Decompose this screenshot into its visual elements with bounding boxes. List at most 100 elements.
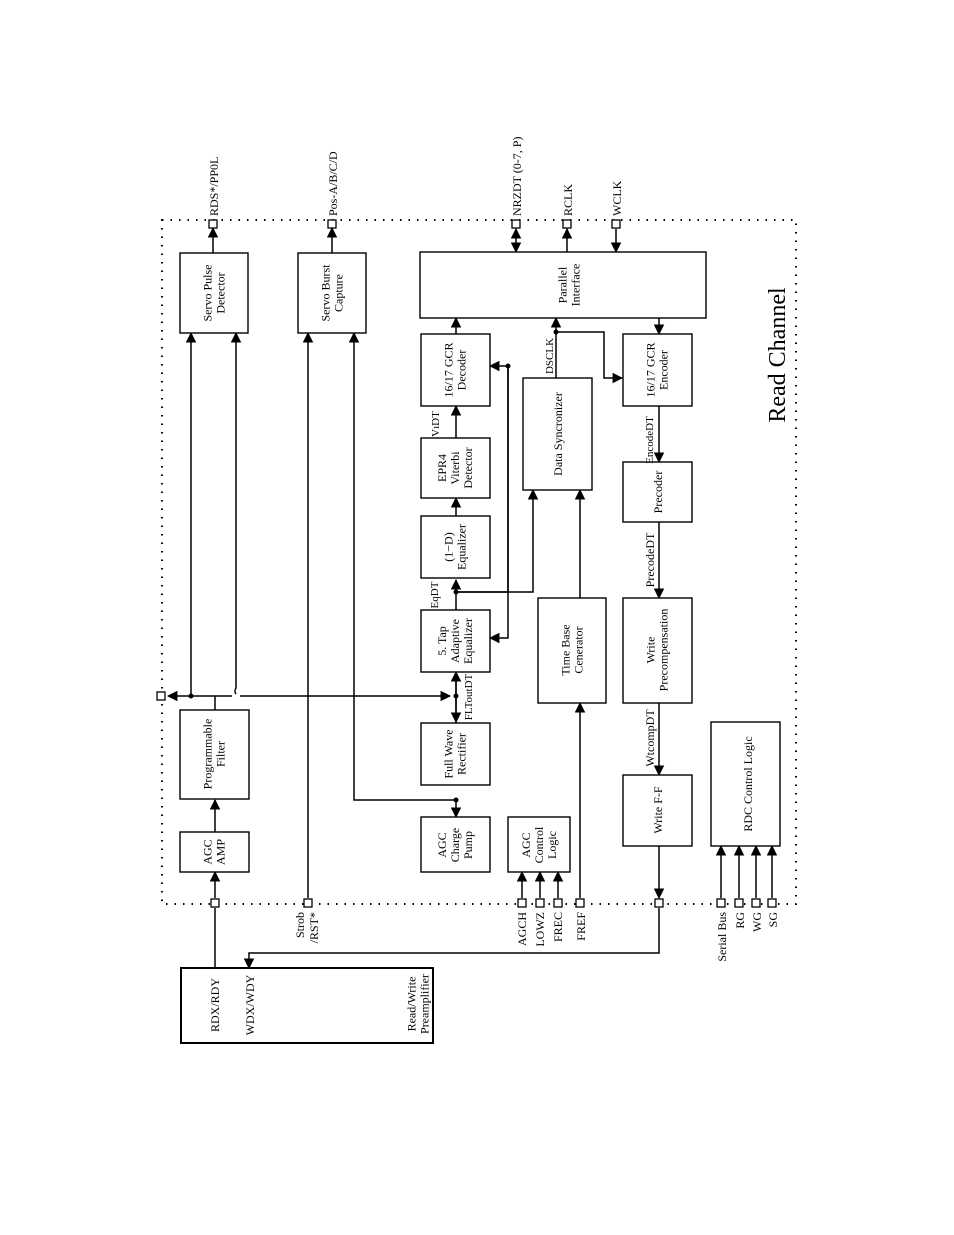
sg-pin-label: SG — [766, 912, 780, 928]
servo-burst-capture-label-line: Servo Burst — [319, 264, 333, 322]
pin-fref — [575, 898, 585, 908]
parallel-interface-block — [419, 251, 707, 319]
agc-charge-pump-block — [420, 816, 491, 873]
full-wave-rectifier-label: Full WaveRectifier — [442, 729, 469, 778]
write-ff-label-line: Write F-F — [651, 786, 665, 834]
servo-burst-capture-block — [297, 252, 367, 334]
pos-abcd-pin-label: Pos-A/B/C/D — [326, 151, 340, 216]
agc-charge-pump-label-line: Pump — [461, 831, 475, 859]
pin-nrzdt — [511, 219, 521, 229]
gcr-encoder-block — [622, 333, 693, 407]
write-precompensation-label-line: Write — [644, 637, 658, 664]
precodedt-label: PrecodeDT — [643, 532, 657, 587]
agc-control-logic-label: AGCControlLogic — [519, 826, 559, 863]
pin-wg — [751, 898, 761, 908]
agc-amp-block — [179, 831, 250, 873]
epr4-viterbi-label-line: EPR4 — [435, 454, 449, 482]
adaptive-equalizer-label-line: 5. Tap — [435, 626, 449, 656]
junction-dots — [188, 329, 559, 803]
data-syncronizer-block — [522, 377, 593, 491]
vidt-label: VıDT — [430, 411, 442, 437]
gcr-encoder-label-line: Encoder — [657, 350, 671, 390]
one-minus-d-equalizer-label-line: Equalizer — [455, 524, 469, 570]
rclk-pin-label: RCLK — [561, 184, 575, 216]
wtcompdt-label: WtcompDT — [643, 709, 657, 767]
pin-rds — [208, 219, 218, 229]
agc-charge-pump-label-line: Charge — [448, 828, 462, 862]
time-base-generator-block — [537, 597, 607, 704]
data-syncronizer-label: Data Syncronizer — [551, 392, 565, 476]
agch-pin-label: AGCH — [515, 912, 529, 946]
precoder-label-line: Precoder — [651, 471, 665, 514]
fltoutdt-label: FLToutDT — [463, 673, 475, 720]
servo-burst-capture-label: Servo BurstCapture — [319, 264, 346, 322]
epr4-viterbi-label-line: Viterbi — [448, 451, 462, 485]
data-syncronizer-label-line: Data Syncronizer — [551, 392, 565, 476]
connections — [166, 226, 778, 970]
epr4-viterbi-block — [420, 437, 491, 499]
wclk-pin-label: WCLK — [610, 180, 624, 216]
parallel-interface-label: ParallelInterface — [556, 264, 583, 307]
pin-serial-bus — [716, 898, 726, 908]
pin-pos — [327, 219, 337, 229]
nrzdt-pin-label: NRZDT (0-7, P) — [510, 137, 524, 216]
parallel-interface-label-line: Parallel — [556, 266, 570, 303]
lowz-pin-label: LOWZ — [533, 912, 547, 947]
time-base-generator-label: Time BaseCenerator — [559, 624, 586, 675]
precoder-label: Precoder — [651, 471, 665, 514]
programmable-filter-block — [179, 709, 250, 800]
gcr-encoder-label: 16/17 GCREncoder — [644, 342, 671, 397]
eqdt-label: EqDT — [429, 581, 441, 608]
adaptive-equalizer-label: 5. TapAdaptiveEqualizer — [435, 618, 475, 664]
agc-charge-pump-label-line: AGC — [435, 832, 449, 857]
agc-amp-label-line: AGC — [201, 839, 215, 864]
rg-pin-label: RG — [733, 912, 747, 929]
agc-control-logic-block — [507, 816, 571, 873]
servo-burst-capture-label-line: Capture — [332, 274, 346, 312]
write-ff-label: Write F-F — [651, 786, 665, 834]
programmable-filter-label-line: Filter — [214, 741, 228, 767]
pin-sg — [767, 898, 777, 908]
epr4-viterbi-label: EPR4ViterbiDetector — [435, 447, 475, 488]
pin-lowz — [535, 898, 545, 908]
fref-pin-label: FREF — [574, 912, 588, 941]
rdc-control-logic-label: RDC Control Logic — [741, 736, 755, 831]
serial-bus-pin-label: Serial Bus — [715, 912, 729, 962]
strob-pin-label: Strob — [293, 912, 307, 938]
agc-amp-label-line: AMP — [214, 839, 228, 865]
programmable-filter-label-line: Programmable — [201, 719, 215, 790]
gcr-decoder-label-line: Decoder — [455, 350, 469, 391]
pin-rdx — [210, 898, 220, 908]
frec-pin-label: FREC — [551, 912, 565, 942]
one-minus-d-equalizer-block — [420, 515, 491, 579]
precoder-block — [622, 461, 693, 523]
adaptive-equalizer-label-line: Adaptive — [448, 619, 462, 663]
rdc-control-logic-label-line: RDC Control Logic — [741, 736, 755, 831]
diagram-title: Read Channel — [765, 287, 791, 423]
pin-rclk — [562, 219, 572, 229]
epr4-viterbi-label-line: Detector — [461, 447, 475, 488]
preamp-name-label-line: Preamplifier — [418, 974, 432, 1034]
rst-pin-label: /RST* — [307, 912, 321, 943]
servo-pulse-detector-label-line: Detector — [214, 272, 228, 313]
agc-amp-label: AGCAMP — [201, 839, 228, 865]
dsclk-label: DSCLK — [544, 338, 556, 374]
pin-frec — [553, 898, 563, 908]
write-precompensation-label: WritePrecompensation — [644, 609, 671, 692]
rds-ppol-pin-label: RDS*/PP0L — [207, 157, 221, 216]
gcr-decoder-label-line: 16/17 GCR — [442, 342, 456, 397]
gcr-decoder-block — [420, 333, 491, 407]
agc-control-logic-label-line: Logic — [545, 831, 559, 859]
pin-strob — [303, 898, 313, 908]
pin-filter-out — [156, 691, 166, 701]
blocks — [179, 251, 781, 1044]
write-precompensation-label-line: Precompensation — [657, 609, 671, 692]
pin-wdx — [654, 898, 664, 908]
rdc-control-logic-block — [710, 721, 781, 847]
pin-agch — [517, 898, 527, 908]
agc-charge-pump-label: AGCChargePump — [435, 828, 475, 862]
encodedt-label: EncodeDT — [644, 416, 656, 464]
preamp-wdx-label: WDX/WDY — [243, 974, 257, 1035]
preamp-name-label-line: Read/Write — [405, 977, 419, 1032]
